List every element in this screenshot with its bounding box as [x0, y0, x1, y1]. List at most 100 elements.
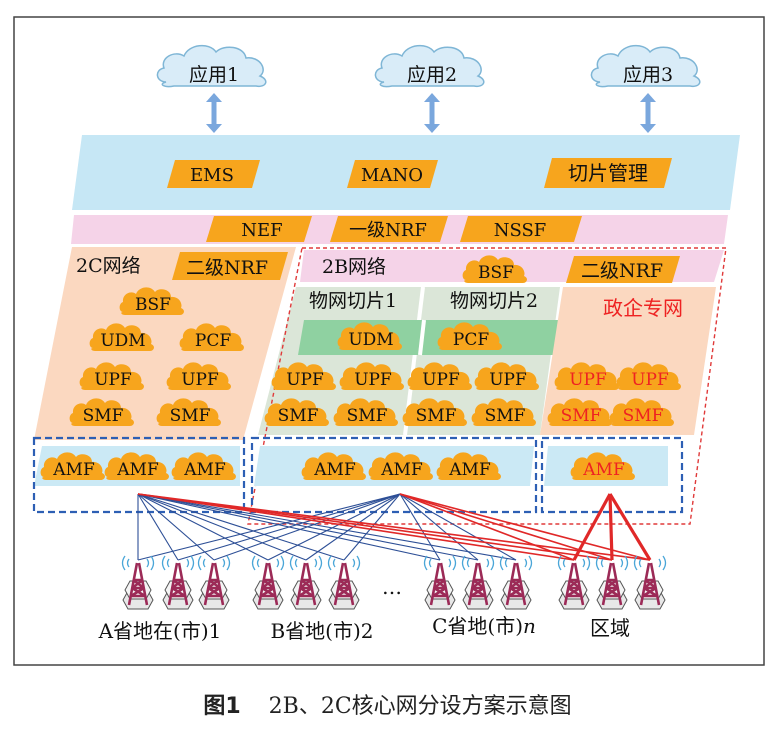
amf-2b-2: AMF: [368, 452, 433, 480]
net-2c-nrf-label: 二级NRF: [186, 257, 268, 279]
udm-2b: UDM: [337, 322, 402, 350]
amf-2b-2-label: AMF: [380, 460, 423, 480]
smf-2b-2-label: SMF: [347, 406, 388, 426]
upf-2b-4: UPF: [474, 362, 539, 390]
net-2b-label: 2B网络: [322, 256, 386, 278]
link-gov-zone: [572, 493, 612, 561]
link-2c-zone: [137, 493, 651, 561]
upf-2c-2-label: UPF: [181, 370, 219, 390]
net-2b-nrf-box: [566, 256, 680, 283]
amf-gov-label: AMF: [582, 460, 625, 480]
link-gov-zone: [608, 493, 652, 561]
figure-title: 2B、2C核心网分设方案示意图: [268, 694, 572, 719]
upf-gov-1: UPF: [554, 362, 619, 390]
link-2c: [137, 493, 441, 561]
smf-2b-4: SMF: [471, 398, 536, 426]
region-zone-label: 区域: [590, 616, 630, 640]
upf-2b-4-label: UPF: [489, 370, 527, 390]
amf-group-2c: [32, 436, 246, 514]
smf-2c-2-label: SMF: [170, 406, 211, 426]
upf-2b-3-label: UPF: [422, 370, 460, 390]
upf-2c-1-label: UPF: [94, 370, 132, 390]
upf-2b-1: UPF: [271, 362, 336, 390]
udm-2c-label: UDM: [100, 331, 145, 351]
smf-gov-1: SMF: [547, 398, 612, 426]
smf-2c-2: SMF: [156, 398, 221, 426]
nssf-box: [460, 216, 582, 242]
upf-2b-2: UPF: [339, 362, 404, 390]
amf-2c-2-label: AMF: [116, 460, 159, 480]
upf-2c-2: UPF: [166, 362, 231, 390]
net-2c-nrf-box: [172, 252, 288, 280]
amf-2b-1: AMF: [301, 452, 366, 480]
base-station-tower: [197, 554, 231, 611]
link-2b: [399, 493, 479, 561]
net-2c-label: 2C网络: [76, 255, 141, 277]
link-2c: [137, 493, 345, 561]
smf-2b-1-label: SMF: [278, 406, 319, 426]
amf-2b-3: AMF: [436, 452, 501, 480]
base-station-tower: [595, 554, 629, 611]
amf-2c-1: AMF: [40, 452, 105, 480]
smf-gov-1-label: SMF: [561, 406, 602, 426]
bsf-2b-label: BSF: [478, 263, 514, 283]
app-2-label: 应用2: [407, 64, 457, 86]
upf-2c-1: UPF: [79, 362, 144, 390]
amf-2c-3: AMF: [171, 452, 236, 480]
smf-2b-3: SMF: [402, 398, 467, 426]
link-2b: [267, 493, 401, 561]
nssf-label: NSSF: [494, 220, 547, 241]
upf-gov-2: UPF: [616, 362, 681, 390]
region-c-label: C省地(市)n: [432, 614, 536, 638]
amf-2c-2: AMF: [104, 452, 169, 480]
link-2c-zone: [137, 493, 575, 561]
base-station-tower: [557, 554, 591, 611]
smf-gov-2: SMF: [609, 398, 674, 426]
udm-2b-label: UDM: [348, 330, 393, 350]
ems-box: [167, 160, 260, 188]
link-2c: [137, 493, 269, 561]
upf-2b-1-label: UPF: [286, 370, 324, 390]
base-station-tower: [161, 554, 195, 611]
smf-2c-1: SMF: [69, 398, 134, 426]
pcf-2c-label: PCF: [195, 331, 231, 351]
nef-label: NEF: [241, 220, 282, 241]
base-station-tower: [423, 554, 457, 611]
amf-2c-3-label: AMF: [183, 460, 226, 480]
nrf-l1-label: 一级NRF: [349, 220, 427, 241]
access-links: [137, 493, 652, 561]
gov-label: 政企专网: [603, 296, 683, 320]
upf-2b-3: UPF: [407, 362, 472, 390]
link-2b: [399, 493, 441, 561]
amf-2b-1-label: AMF: [313, 460, 356, 480]
base-station-tower: [461, 554, 495, 611]
region-b-label: B省地(市)2: [270, 619, 373, 643]
smf-2b-2: SMF: [333, 398, 398, 426]
base-station-tower: [633, 554, 667, 611]
net-2c-area: [34, 247, 296, 440]
region-a-label: A省地在(市)1: [98, 619, 222, 643]
upf-gov-1-label: UPF: [569, 370, 607, 390]
link-2b-zone: [399, 493, 575, 561]
slice-2-label: 物网切片2: [450, 290, 538, 312]
amf-group-2b: [250, 436, 538, 514]
smf-2b-4-label: SMF: [485, 406, 526, 426]
base-station-tower: [251, 554, 285, 611]
amf-group-gov: [540, 436, 684, 514]
mano-label: MANO: [361, 165, 423, 186]
amf-2b-3-label: AMF: [448, 460, 491, 480]
amf-gov: AMF: [570, 452, 635, 480]
bsf-2c: BSF: [119, 287, 184, 315]
smf-2c-1-label: SMF: [83, 406, 124, 426]
app-1-label: 应用1: [189, 64, 239, 86]
link-2c: [137, 493, 307, 561]
base-station-tower: [289, 554, 323, 611]
link-2c: [137, 493, 179, 561]
slice-divider-green: [418, 319, 426, 356]
smf-2b-1: SMF: [264, 398, 329, 426]
base-station-tower: [121, 554, 155, 611]
pcf-2b-label: PCF: [453, 330, 489, 350]
pcf-2b: PCF: [437, 322, 502, 350]
